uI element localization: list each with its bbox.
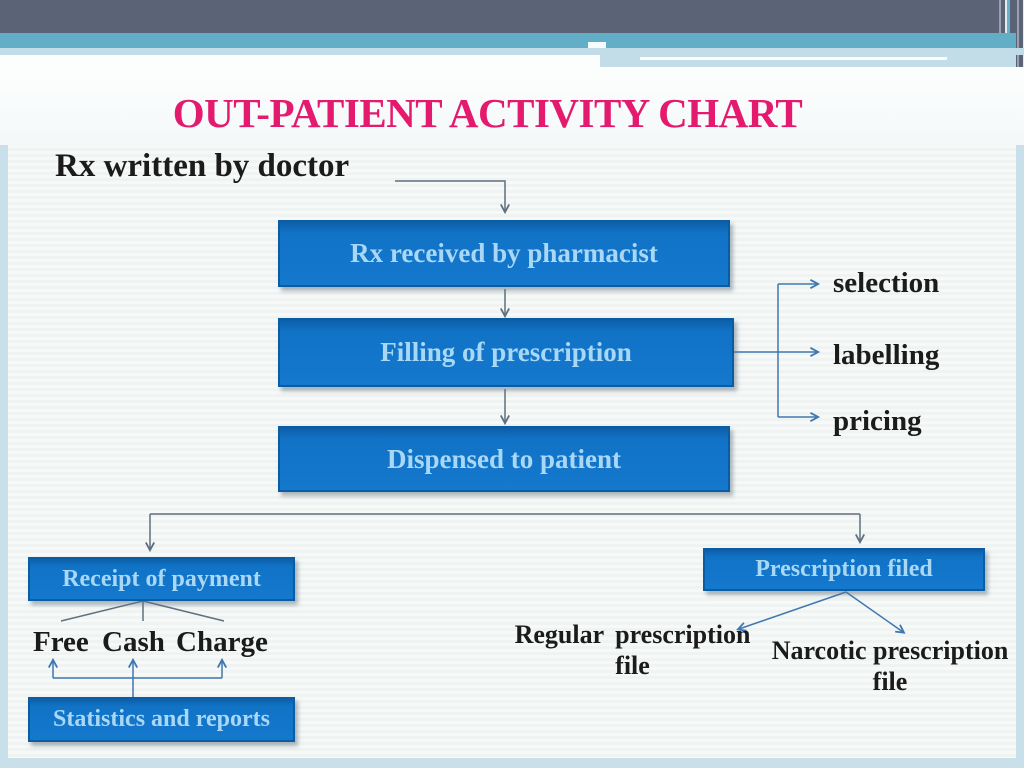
label-narcotic-line2: file (872, 667, 908, 696)
label-free: Free (33, 626, 89, 658)
slide-title: OUT-PATIENT ACTIVITY CHART (172, 90, 803, 136)
header-notch (588, 42, 606, 48)
label-pricing: pricing (833, 405, 922, 437)
header-bar-teal (0, 33, 1016, 48)
box-receipt-of-payment: Receipt of payment (28, 557, 295, 601)
box-statistics-and-reports: Statistics and reports (28, 697, 295, 742)
label-regular-prescription-file: Regular prescription file (505, 619, 760, 681)
header-bar-light (0, 48, 1024, 55)
label-narcotic-prescription-file: Narcotic prescription file (760, 635, 1020, 697)
box-dispensed-to-patient: Dispensed to patient (278, 426, 730, 492)
label-charge: Charge (176, 626, 268, 658)
label-cash: Cash (102, 626, 165, 658)
box-rx-received-by-pharmacist: Rx received by pharmacist (278, 220, 730, 287)
label-narcotic-line1: Narcotic prescription (771, 636, 1009, 665)
header-white-line (640, 57, 947, 60)
box-prescription-filed: Prescription filed (703, 548, 985, 591)
label-selection: selection (833, 267, 940, 299)
label-rx-written: Rx written by doctor (55, 148, 350, 184)
header-bar-dark (0, 0, 996, 33)
label-regular-line1: Regular prescription (514, 620, 751, 649)
label-regular-line2: file (615, 651, 650, 680)
label-labelling: labelling (833, 339, 940, 371)
box-filling-of-prescription: Filling of prescription (278, 318, 734, 387)
